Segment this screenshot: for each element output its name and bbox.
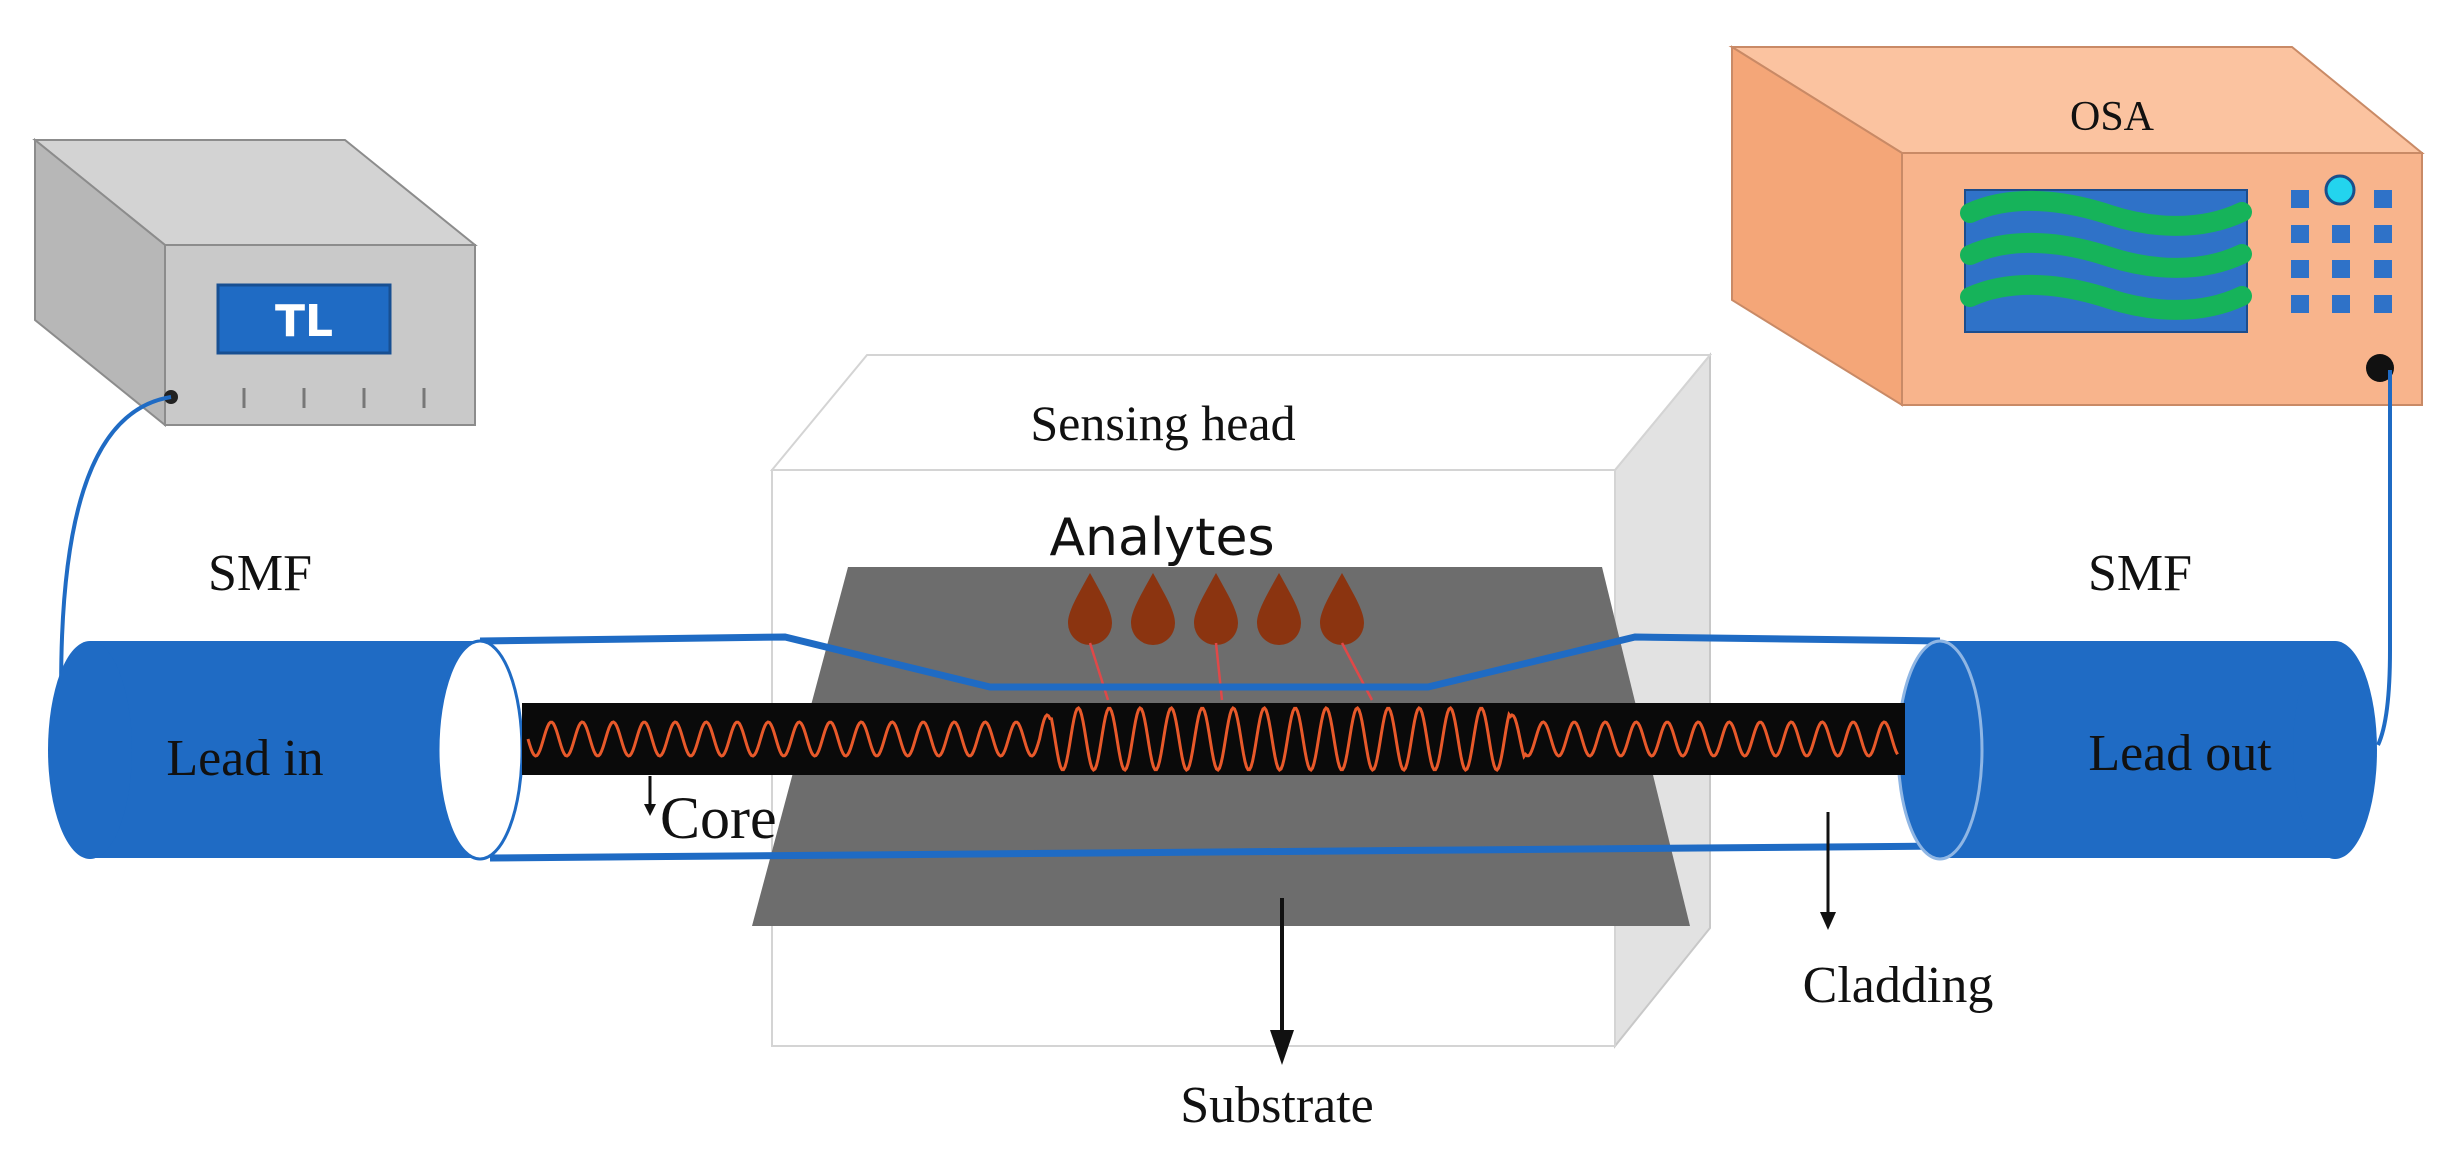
lead-in-body xyxy=(90,641,480,858)
left-smf-label: SMF xyxy=(208,545,312,602)
tl-tick-marks xyxy=(242,388,426,408)
analyte-drop xyxy=(1320,573,1364,645)
evanescent-wave-trace xyxy=(526,705,1899,773)
core-label: Core xyxy=(660,785,777,851)
lead-in-right-end xyxy=(436,639,524,861)
right-smf-label: SMF xyxy=(2088,545,2192,602)
osa-label: OSA xyxy=(2070,94,2155,140)
enclosure-top-face xyxy=(769,354,1713,471)
osa-spectrum-screen xyxy=(1960,189,2252,333)
analyte-drops xyxy=(1068,573,1364,645)
sensing-head-label: Sensing head xyxy=(1030,395,1295,451)
analyte-drop xyxy=(1131,573,1175,645)
tl-patch-cable xyxy=(59,395,172,736)
cladding-top-edge xyxy=(479,633,1941,691)
lead-in-fiber xyxy=(48,639,524,861)
substrate-label: Substrate xyxy=(1180,1077,1374,1134)
lead-out-fiber xyxy=(1896,639,2377,861)
tl-display xyxy=(216,283,392,355)
osa-patch-cable xyxy=(2376,370,2392,746)
lead-out-body xyxy=(1940,641,2335,858)
analyte-drop xyxy=(1257,573,1301,645)
osa-input-port xyxy=(2366,354,2394,382)
analytes-label: Analytes xyxy=(1049,508,1274,568)
osa-keypad xyxy=(2291,190,2392,313)
osa-spectrum-trace xyxy=(1960,232,2252,278)
analyte-drop xyxy=(1194,573,1238,645)
osa-spectrum-trace xyxy=(1960,274,2252,320)
osa-device: OSA xyxy=(1728,45,2425,407)
core-callout: Core xyxy=(644,776,777,851)
osa-spectrum-trace xyxy=(1960,190,2252,236)
lead-in-left-end xyxy=(48,641,132,859)
lead-out-right-end xyxy=(2293,641,2377,859)
tl-label: TL xyxy=(275,296,333,347)
cladding-bottom-edge xyxy=(489,842,1946,862)
osa-power-knob xyxy=(2324,174,2356,206)
analyte-drop xyxy=(1068,573,1112,645)
substrate-callout: Substrate xyxy=(1180,898,1374,1134)
lead-in-label: Lead in xyxy=(166,730,323,787)
cladding-label: Cladding xyxy=(1803,957,1994,1014)
lead-out-left-end xyxy=(1896,639,1984,861)
tunable-laser-device: TL xyxy=(32,137,478,428)
cladding-callout: Cladding xyxy=(1803,812,1994,1014)
lead-out-label: Lead out xyxy=(2088,725,2272,782)
tapered-cladding-outline xyxy=(479,633,1946,862)
